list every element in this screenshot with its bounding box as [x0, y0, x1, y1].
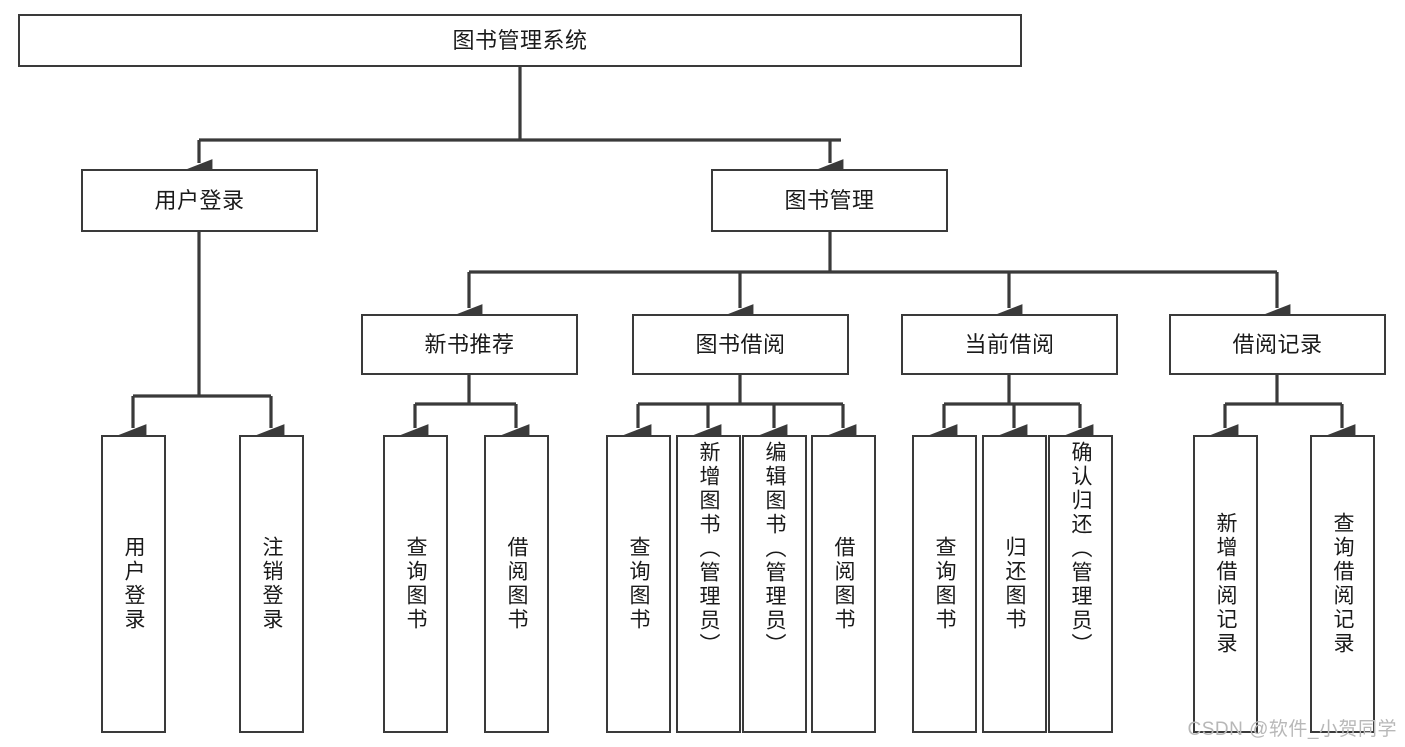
- leaf-borrow-book[interactable]: 借阅图书: [811, 435, 876, 733]
- leaf-query-book-current[interactable]: 查询图书: [912, 435, 977, 733]
- leaf-return-book[interactable]: 归还图书: [982, 435, 1047, 733]
- node-label: 借阅图书: [505, 536, 528, 632]
- node-label: 查询图书: [933, 536, 956, 632]
- node-new-book-recommend[interactable]: 新书推荐: [361, 314, 578, 375]
- watermark-text: CSDN @软件_小贺同学: [1187, 719, 1397, 740]
- leaf-user-login[interactable]: 用户登录: [101, 435, 166, 733]
- node-label: 编辑图书（管理员）: [763, 441, 786, 657]
- leaf-query-book-borrow[interactable]: 查询图书: [606, 435, 671, 733]
- leaf-query-book-recommend[interactable]: 查询图书: [383, 435, 448, 733]
- node-borrow-record[interactable]: 借阅记录: [1169, 314, 1386, 375]
- node-book-borrow[interactable]: 图书借阅: [632, 314, 849, 375]
- leaf-logout[interactable]: 注销登录: [239, 435, 304, 733]
- node-label: 新增图书（管理员）: [697, 441, 720, 657]
- node-label: 确认归还（管理员）: [1069, 441, 1092, 657]
- node-label: 图书管理: [784, 187, 875, 213]
- node-label: 用户登录: [122, 536, 145, 632]
- node-label: 查询图书: [404, 536, 427, 632]
- leaf-add-book-admin[interactable]: 新增图书（管理员）: [676, 435, 741, 733]
- node-label: 归还图书: [1003, 536, 1026, 632]
- node-user-login[interactable]: 用户登录: [81, 169, 318, 232]
- leaf-add-borrow-record[interactable]: 新增借阅记录: [1193, 435, 1258, 733]
- leaf-edit-book-admin[interactable]: 编辑图书（管理员）: [742, 435, 807, 733]
- node-label: 注销登录: [260, 536, 283, 632]
- node-current-borrow[interactable]: 当前借阅: [901, 314, 1118, 375]
- node-label: 新增借阅记录: [1214, 512, 1237, 656]
- node-label: 用户登录: [154, 187, 245, 213]
- node-root-system[interactable]: 图书管理系统: [18, 14, 1022, 67]
- node-label: 查询借阅记录: [1331, 512, 1354, 656]
- node-label: 图书借阅: [695, 331, 786, 357]
- node-label: 图书管理系统: [452, 27, 588, 53]
- leaf-query-borrow-record[interactable]: 查询借阅记录: [1310, 435, 1375, 733]
- node-book-management[interactable]: 图书管理: [711, 169, 948, 232]
- node-label: 借阅记录: [1232, 331, 1323, 357]
- leaf-confirm-return-admin[interactable]: 确认归还（管理员）: [1048, 435, 1113, 733]
- node-label: 借阅图书: [832, 536, 855, 632]
- node-label: 当前借阅: [964, 331, 1055, 357]
- node-label: 新书推荐: [424, 331, 515, 357]
- node-label: 查询图书: [627, 536, 650, 632]
- leaf-borrow-book-recommend[interactable]: 借阅图书: [484, 435, 549, 733]
